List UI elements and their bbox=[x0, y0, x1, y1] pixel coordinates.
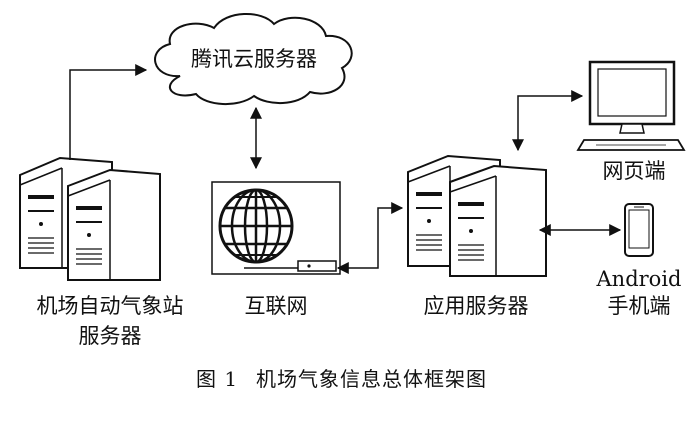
web-label: 网页端 bbox=[603, 159, 666, 183]
airport-server-icon bbox=[19, 156, 161, 281]
edge-appserver-web bbox=[512, 90, 584, 152]
modem-icon bbox=[297, 260, 337, 272]
internet-label: 互联网 bbox=[245, 294, 308, 318]
cloud-icon bbox=[154, 12, 353, 106]
airport-server-label-line2: 服务器 bbox=[79, 324, 142, 348]
airport-server-label-line1: 机场自动气象站 bbox=[37, 294, 184, 318]
edge-internet-appserver bbox=[336, 202, 404, 274]
app-server-label: 应用服务器 bbox=[424, 294, 529, 318]
android-label-line2: 手机端 bbox=[608, 294, 671, 318]
phone-icon bbox=[624, 203, 654, 257]
internet-icon bbox=[211, 181, 341, 275]
figure-number: 图 1 bbox=[196, 367, 238, 391]
app-server-icon bbox=[407, 154, 547, 277]
edge-airport-to-cloud bbox=[69, 64, 148, 160]
cloud-server-label: 腾讯云服务器 bbox=[191, 47, 317, 71]
monitor-icon bbox=[576, 60, 686, 151]
globe-icon bbox=[218, 188, 294, 264]
figure-caption: 机场气象信息总体框架图 bbox=[256, 367, 487, 391]
android-label-line1: Android bbox=[596, 267, 682, 291]
